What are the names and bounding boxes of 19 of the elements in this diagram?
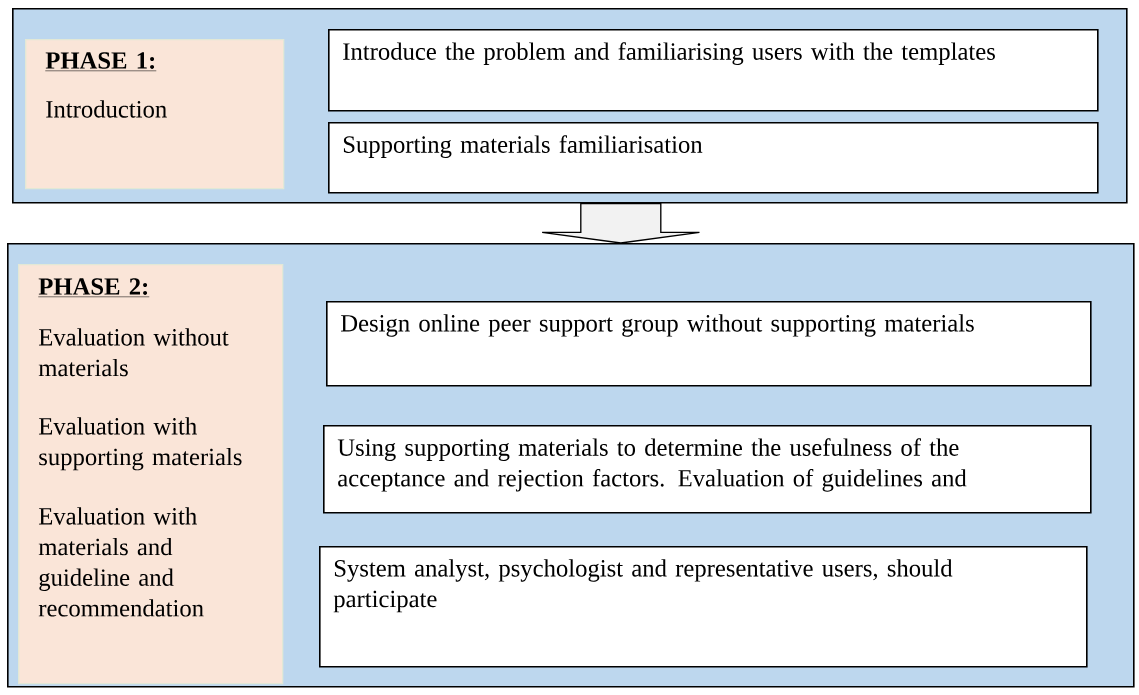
block-arrow: [541, 202, 701, 244]
step-box: [319, 546, 1088, 668]
step-text: Design online peer support group without supporting materials: [341, 314, 974, 337]
step-box: [326, 301, 1092, 387]
step-text: Supporting materials familiarisation: [343, 135, 703, 158]
phase-heading: PHASE 1:: [45, 52, 157, 72]
phase-box: [18, 264, 284, 685]
step-box: [328, 122, 1099, 194]
stage-label: Evaluation with supporting materials: [39, 417, 242, 471]
step-text: Introduce the problem and familiarising users with the templates: [343, 42, 995, 65]
phase-box: [25, 39, 285, 190]
stage-label: Introduction: [46, 100, 167, 118]
phase-heading: PHASE 2:: [38, 278, 150, 298]
step-text: System analyst, psychologist and representative users, should participate: [333, 559, 953, 613]
stage-label: Evaluation without materials: [38, 328, 229, 377]
step-box: [323, 425, 1092, 514]
stage-label: Evaluation with materials and guideline and recommendation: [38, 507, 204, 617]
step-box: [328, 29, 1099, 112]
step-text: Using supporting materials to determine the usefulness of the acceptance and rejection factors. Evaluation of guidelines and: [337, 438, 967, 492]
